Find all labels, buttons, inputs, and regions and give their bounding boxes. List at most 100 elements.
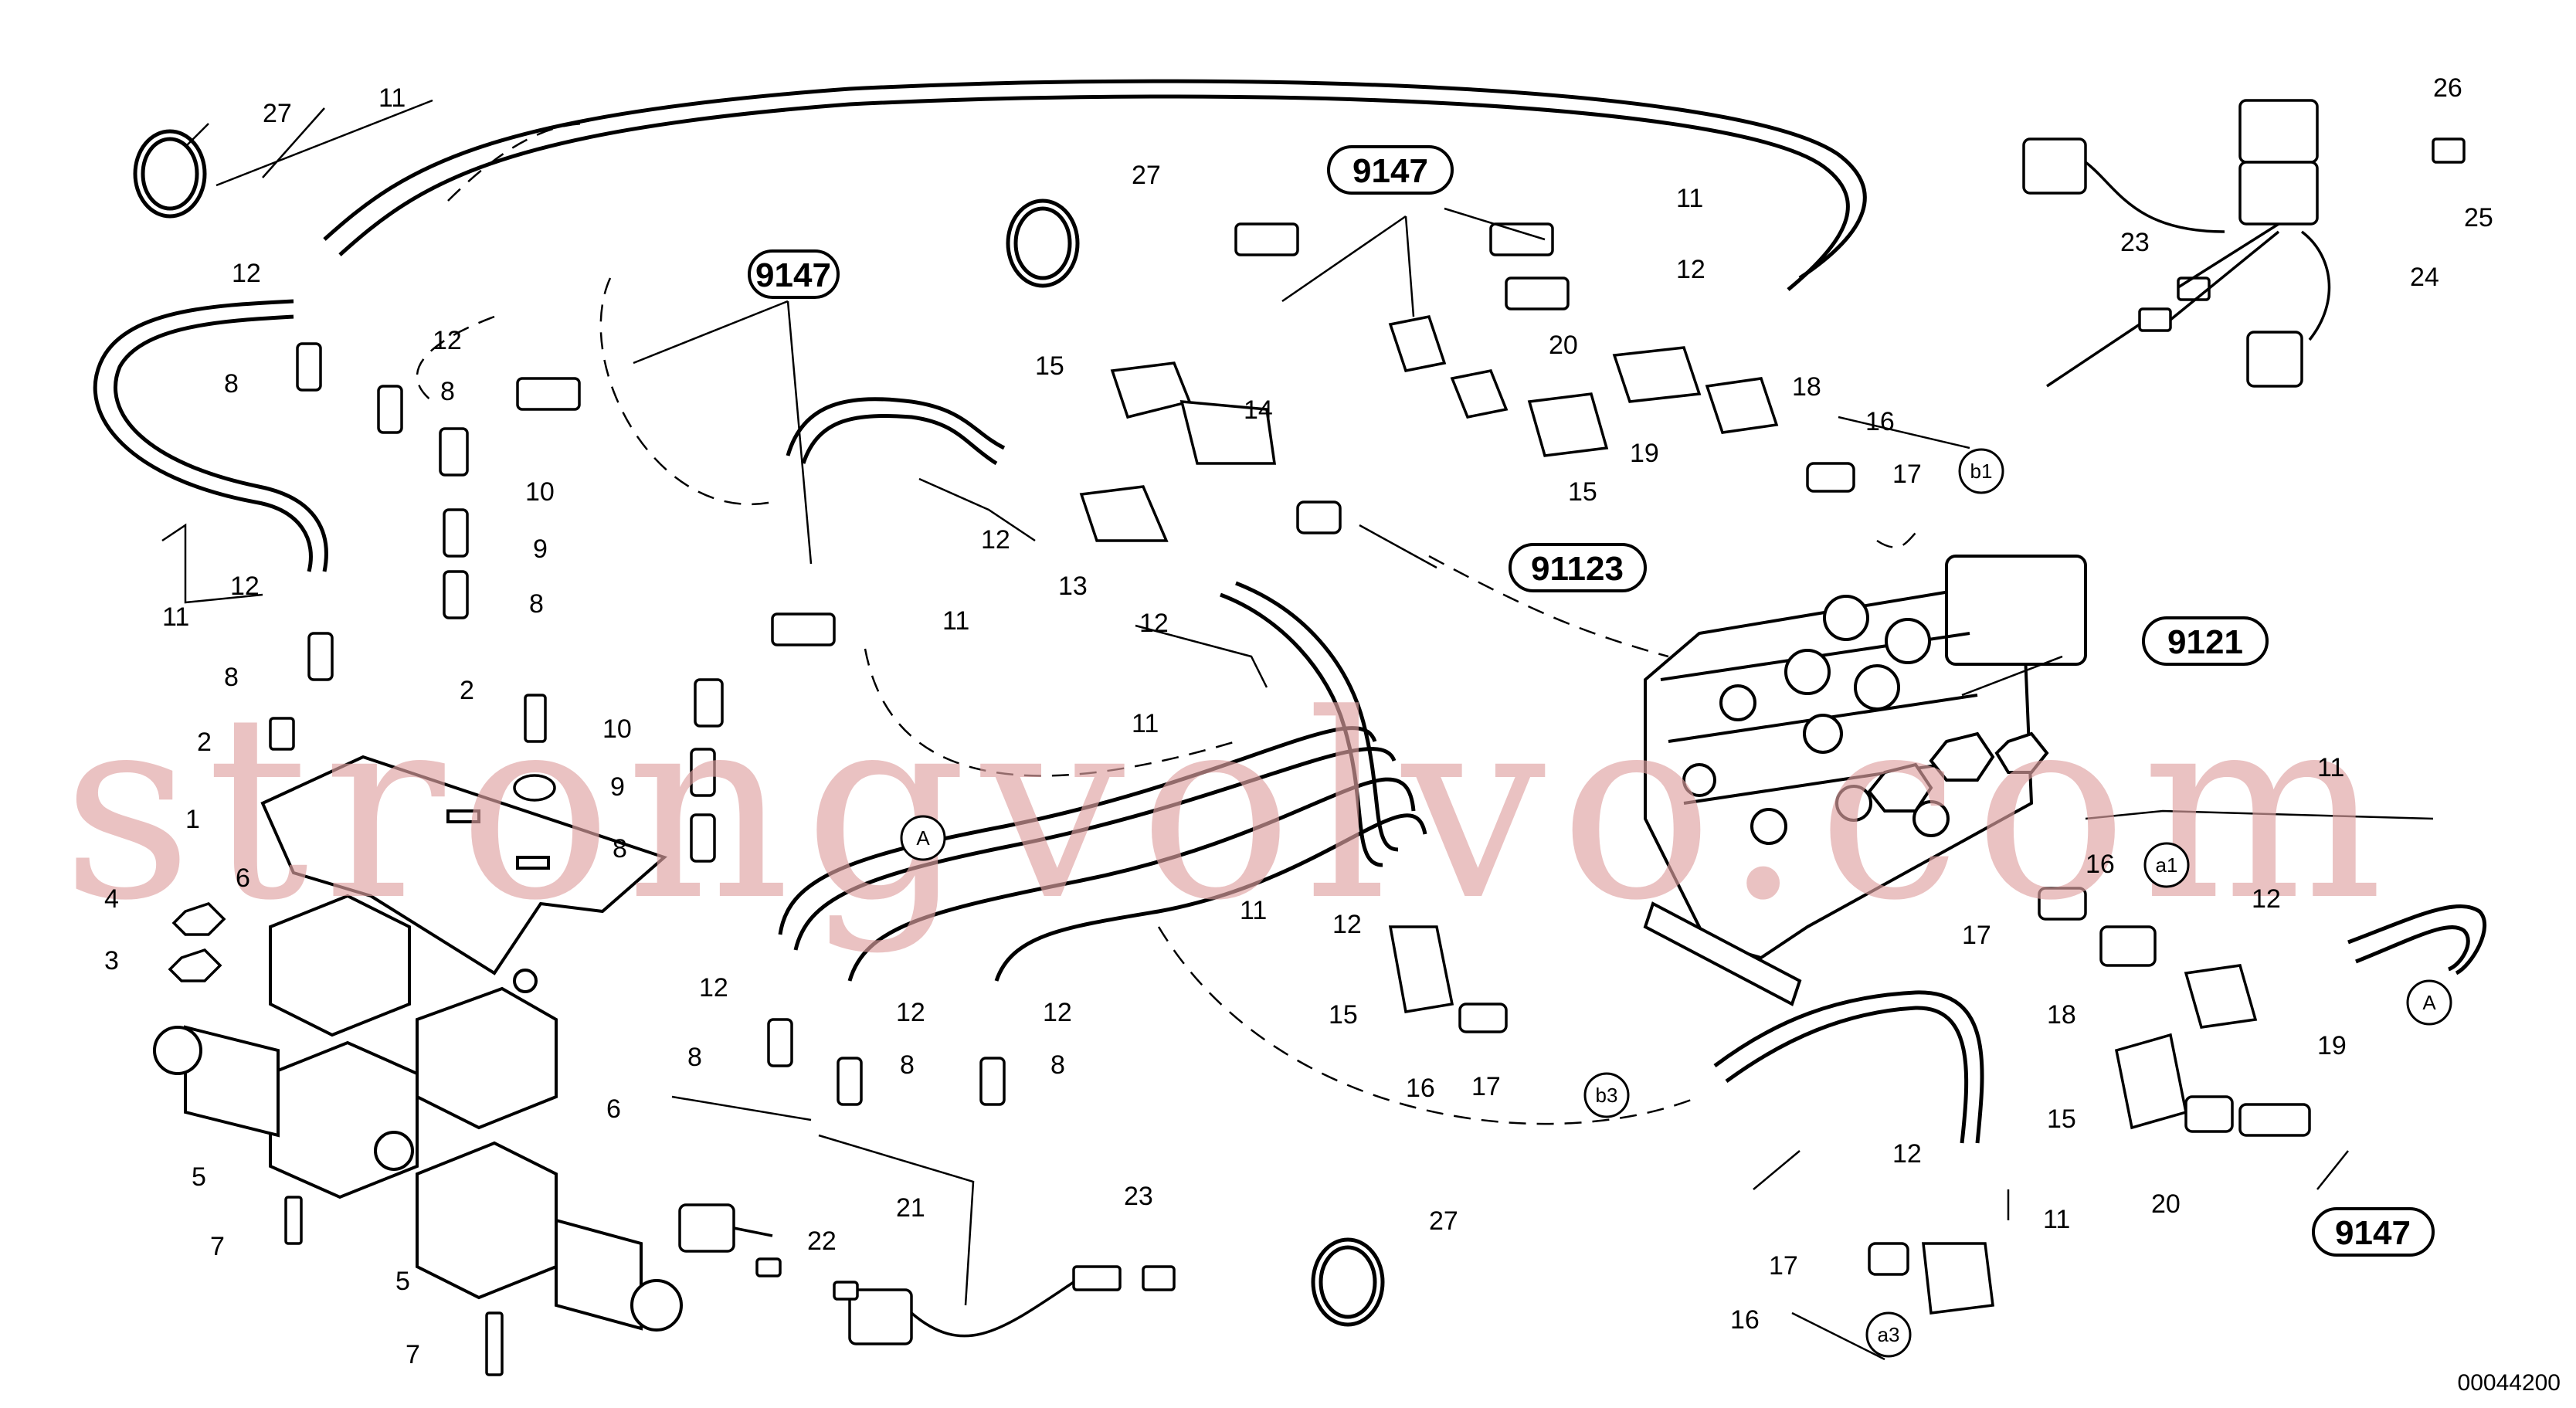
circled-ref-label: a1 xyxy=(2156,853,2178,877)
part-label: 7 xyxy=(210,1232,225,1261)
part-label: 25 xyxy=(2464,203,2493,232)
part-label: 18 xyxy=(2047,1000,2076,1030)
mounting-plate xyxy=(260,755,667,993)
part-label: 11 xyxy=(2043,1205,2070,1234)
circled-ref-label: A xyxy=(2422,991,2436,1014)
part-label: 21 xyxy=(896,1193,925,1223)
part-label: 8 xyxy=(613,834,627,863)
reference-box-9147-left[interactable]: 9147 xyxy=(748,249,840,299)
part-label: 19 xyxy=(1630,439,1659,468)
circled-ref-a1[interactable]: a1 xyxy=(2143,842,2190,888)
reference-box-9147-top[interactable]: 9147 xyxy=(1327,145,1454,195)
part-labels: 27 11 12 8 12 8 10 9 8 12 11 8 2 2 1 6 4… xyxy=(104,73,2493,1369)
part-label: 11 xyxy=(1676,184,1703,213)
part-label: 2 xyxy=(460,676,474,705)
part-label: 12 xyxy=(699,973,728,1003)
reference-box-91123[interactable]: 91123 xyxy=(1509,543,1647,592)
reference-box-9147-right[interactable]: 9147 xyxy=(2312,1207,2435,1257)
part-label: 8 xyxy=(1050,1050,1065,1080)
part-label: 26 xyxy=(2433,73,2462,103)
watermark: strongvolvo.com xyxy=(62,660,2397,956)
part-label: 11 xyxy=(942,606,969,636)
control-valve-block xyxy=(1643,555,2087,1006)
part-label: 17 xyxy=(1962,921,1991,950)
part-label: 5 xyxy=(192,1162,206,1192)
part-label: 11 xyxy=(378,83,406,113)
circled-ref-label: b1 xyxy=(1970,460,1993,483)
part-label: 27 xyxy=(1132,161,1161,190)
part-label: 15 xyxy=(2047,1104,2076,1134)
circled-ref-label: b3 xyxy=(1596,1084,1618,1107)
part-label: 8 xyxy=(529,589,544,619)
part-label: 24 xyxy=(2410,263,2439,292)
part-label: 12 xyxy=(1139,609,1169,638)
part-label: 17 xyxy=(1769,1251,1798,1281)
part-label: 4 xyxy=(104,884,119,914)
part-label: 23 xyxy=(1124,1182,1153,1211)
part-label: 12 xyxy=(1043,998,1072,1027)
solenoid-valve-right xyxy=(416,986,683,1332)
hose-lines xyxy=(93,79,2486,1144)
circled-ref-A-right[interactable]: A xyxy=(2406,979,2452,1026)
part-label: 22 xyxy=(807,1226,837,1256)
part-label: 12 xyxy=(2252,884,2281,914)
part-label: 11 xyxy=(162,602,189,632)
part-label: 19 xyxy=(2317,1031,2347,1060)
part-label: 12 xyxy=(1332,910,1362,939)
electrical-harness xyxy=(678,99,2466,1345)
part-label: 8 xyxy=(440,377,455,406)
part-label: 27 xyxy=(1429,1206,1458,1236)
circled-ref-b3[interactable]: b3 xyxy=(1583,1072,1630,1118)
hose-clamps xyxy=(133,129,1385,1327)
part-label: 6 xyxy=(236,863,250,893)
part-label: 1 xyxy=(185,805,200,834)
part-label: 15 xyxy=(1035,351,1064,381)
part-label: 10 xyxy=(602,714,632,744)
part-label: 3 xyxy=(104,946,119,975)
part-label: 23 xyxy=(2120,228,2150,257)
part-label: 8 xyxy=(224,663,239,692)
dashed-routing-lines xyxy=(416,122,1916,1125)
part-label: 7 xyxy=(406,1340,420,1369)
circled-ref-a3[interactable]: a3 xyxy=(1865,1311,1912,1358)
part-label: 20 xyxy=(2151,1189,2181,1219)
reference-box-label: 9147 xyxy=(1352,152,1428,190)
part-label: 2 xyxy=(197,728,212,757)
reference-box-label: 9147 xyxy=(755,256,831,294)
reference-box-label: 9121 xyxy=(2167,623,2243,661)
part-label: 10 xyxy=(525,477,555,507)
part-label: 27 xyxy=(263,99,292,128)
part-label: 15 xyxy=(1568,477,1597,507)
part-label: 12 xyxy=(981,525,1010,555)
reference-box-9121[interactable]: 9121 xyxy=(2142,616,2269,666)
circled-ref-b1[interactable]: b1 xyxy=(1958,448,2004,494)
part-label: 12 xyxy=(433,326,462,355)
part-label: 16 xyxy=(1730,1305,1760,1335)
part-label: 12 xyxy=(1892,1139,1922,1169)
part-label: 12 xyxy=(1676,255,1705,284)
part-label: 8 xyxy=(224,369,239,399)
part-label: 20 xyxy=(1549,331,1578,360)
part-label: 11 xyxy=(2317,753,2344,782)
circled-ref-A-center[interactable]: A xyxy=(900,815,946,861)
part-label: 8 xyxy=(687,1043,702,1072)
part-label: 15 xyxy=(1329,1000,1358,1030)
circled-ref-label: A xyxy=(916,826,930,850)
part-label: 12 xyxy=(896,998,925,1027)
part-label: 14 xyxy=(1244,395,1273,425)
part-label: 12 xyxy=(232,259,261,288)
part-label: 11 xyxy=(1240,896,1267,925)
part-label: 9 xyxy=(610,772,625,802)
part-label: 18 xyxy=(1792,372,1821,402)
fittings xyxy=(296,222,2311,1315)
part-label: 17 xyxy=(1471,1072,1501,1101)
part-label: 12 xyxy=(230,572,260,601)
part-label: 16 xyxy=(1865,407,1895,436)
part-label: 16 xyxy=(1406,1074,1435,1103)
part-label: 13 xyxy=(1058,572,1088,601)
part-label: 17 xyxy=(1892,460,1922,489)
reference-box-label: 9147 xyxy=(2335,1214,2411,1252)
reference-box-label: 91123 xyxy=(1531,550,1624,588)
part-label: 5 xyxy=(395,1267,410,1296)
